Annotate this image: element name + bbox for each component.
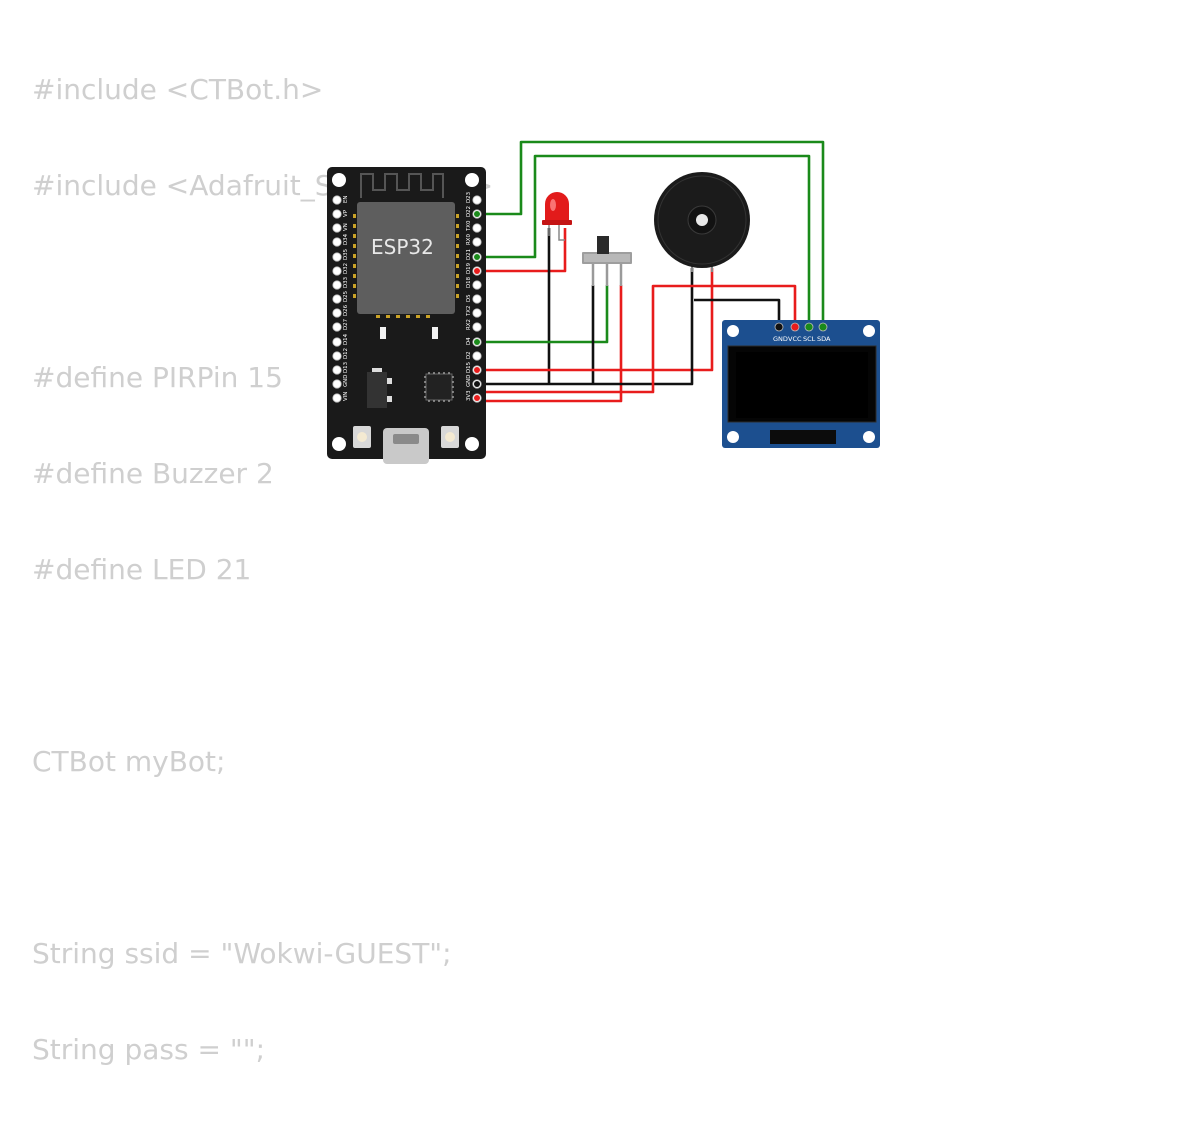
chip-label: ESP32	[371, 235, 434, 259]
voltage-regulator	[367, 368, 392, 408]
oled-pin-label: SDA	[817, 335, 831, 343]
wire-sda	[477, 140, 825, 327]
pin-label: D18	[466, 276, 472, 288]
pin-label: D5	[466, 294, 472, 302]
circuit-diagram: ESP32	[327, 140, 880, 464]
wires	[477, 140, 825, 403]
pin-label: D26	[343, 304, 349, 316]
oled-pin-label: SCL	[803, 335, 816, 343]
oled-display: GND VCC SCL SDA	[722, 320, 880, 448]
oled-pin-label: GND	[773, 335, 788, 343]
wire-led-anode	[477, 228, 567, 273]
slide-switch[interactable]	[582, 236, 632, 286]
left-pin-header	[332, 195, 342, 403]
pin-label: GND	[343, 375, 349, 387]
wire-buzzer-signal	[477, 268, 714, 372]
pin-label: D13	[343, 362, 349, 373]
code-line: #define Buzzer 2	[32, 457, 274, 490]
code-line: #include <CTBot.h>	[32, 73, 324, 106]
usb-uart-chip	[424, 372, 454, 402]
pin-label: VP	[343, 209, 349, 217]
wire-oled-gnd	[694, 298, 781, 327]
left-pin-labels: EN VP VN D34 D35 D32 D33 D25 D26 D27 D14…	[343, 196, 349, 401]
pin-label: D19	[466, 262, 472, 274]
pin-label: D33	[343, 277, 349, 288]
boot-button[interactable]	[353, 426, 371, 448]
pin-label: TX2	[466, 306, 472, 317]
pin-label: D23	[466, 192, 472, 203]
oled-pin-label: VCC	[788, 335, 802, 343]
antenna-trace	[360, 173, 444, 198]
pin-label: D12	[343, 348, 349, 359]
code-line: String ssid = "Wokwi-GUEST";	[32, 937, 452, 970]
pin-label: D21	[466, 249, 472, 260]
code-line	[32, 834, 493, 882]
pin-label: RX0	[466, 234, 472, 245]
pin-label: D32	[343, 263, 349, 274]
wire-oled-vcc	[477, 284, 797, 394]
oled-pin-header	[774, 322, 828, 332]
wire-gnd-common	[477, 268, 694, 386]
pin-label: D27	[343, 319, 349, 330]
right-pin-labels: D23 D22 TX0 RX0 D21 D19 D18 D5 TX2 RX2 D…	[466, 192, 472, 401]
pin-label: RX2	[466, 319, 472, 330]
pin-label: D14	[343, 333, 349, 345]
pin-label: 3V3	[466, 390, 472, 401]
pin-label: VIN	[343, 392, 349, 401]
red-led[interactable]	[542, 192, 572, 241]
pin-label: VN	[343, 223, 349, 231]
pin-label: D4	[466, 337, 472, 345]
wire-scl	[477, 154, 811, 327]
esp32-board: ESP32	[327, 167, 486, 464]
pin-label: D15	[466, 362, 472, 373]
micro-usb-port	[383, 428, 429, 464]
pin-label: D35	[343, 249, 349, 260]
piezo-buzzer	[654, 172, 750, 272]
wire-switch-vcc	[477, 285, 623, 403]
pin-label: D2	[466, 351, 472, 359]
reset-button[interactable]	[441, 426, 459, 448]
pin-label: EN	[343, 196, 349, 203]
wire-endpoints	[474, 211, 480, 401]
wire-switch-signal	[477, 285, 609, 344]
code-line: String pass = "";	[32, 1033, 266, 1066]
code-line: #define LED 21	[32, 553, 252, 586]
pin-label: D22	[466, 206, 472, 217]
esp32-module	[357, 202, 455, 314]
pin-label: D34	[343, 233, 349, 245]
pin-label: D25	[343, 291, 349, 302]
code-line	[32, 642, 493, 690]
pin-label: TX0	[466, 220, 472, 232]
code-line: CTBot myBot;	[32, 745, 226, 778]
pin-label: GND	[466, 375, 472, 387]
code-line: #define PIRPin 15	[32, 361, 283, 394]
